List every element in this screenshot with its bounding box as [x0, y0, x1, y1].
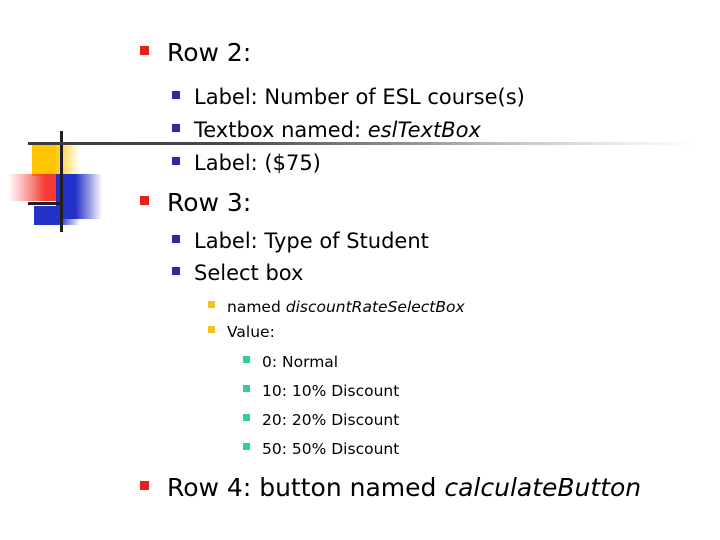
- bullet-label-prefix: Row 4: button named: [167, 473, 445, 502]
- bullet-label-prefix: Textbox named:: [194, 118, 368, 142]
- bullet-label-identifier: discountRateSelectBox: [285, 298, 465, 316]
- bullet-item-level1: Row 3:: [140, 188, 251, 217]
- bullet-marker-icon: [243, 443, 250, 450]
- bullet-label: Row 4: button named calculateButton: [167, 473, 641, 502]
- bullet-item-level4: 0: Normal: [243, 353, 338, 371]
- bullet-label: Label: Type of Student: [194, 229, 429, 253]
- bullet-label: 50: 50% Discount: [262, 440, 400, 458]
- bullet-item-level3: Value:: [208, 323, 275, 341]
- bullet-item-level2: Textbox named: eslTextBox: [172, 118, 481, 142]
- bullet-marker-icon: [243, 356, 250, 363]
- bullet-marker-icon: [172, 124, 180, 132]
- bullet-label-identifier: eslTextBox: [367, 118, 481, 142]
- bullet-marker-icon: [140, 481, 149, 490]
- bullet-marker-icon: [172, 235, 180, 243]
- bullet-marker-icon: [172, 91, 180, 99]
- bullet-label: Row 3:: [167, 188, 252, 217]
- bullet-marker-icon: [140, 196, 149, 205]
- bullet-label: 10: 10% Discount: [262, 382, 400, 400]
- bullet-marker-icon: [172, 267, 180, 275]
- bullet-item-level4: 10: 10% Discount: [243, 382, 399, 400]
- bullet-marker-icon: [208, 301, 215, 308]
- bullet-label: Label: Number of ESL course(s): [194, 85, 525, 109]
- bullet-item-level2: Label: Number of ESL course(s): [172, 85, 525, 109]
- bullet-label: Row 2:: [167, 38, 252, 67]
- bullet-item-level4: 20: 20% Discount: [243, 411, 399, 429]
- bullet-item-level2: Label: ($75): [172, 151, 321, 175]
- bullet-item-level2: Label: Type of Student: [172, 229, 429, 253]
- bullet-label: Label: ($75): [194, 151, 321, 175]
- bullet-item-level1: Row 2:: [140, 38, 251, 67]
- bullet-label: Value:: [227, 323, 275, 341]
- bullet-marker-icon: [243, 414, 250, 421]
- bullet-label-prefix: named: [227, 298, 286, 316]
- bullet-marker-icon: [140, 46, 149, 55]
- bullet-label: 20: 20% Discount: [262, 411, 400, 429]
- bullet-label: Select box: [194, 261, 304, 285]
- bullet-item-level3: named discountRateSelectBox: [208, 298, 465, 316]
- bullet-item-level1: Row 4: button named calculateButton: [140, 473, 641, 502]
- horizontal-divider-rule: [28, 142, 700, 145]
- bullet-marker-icon: [208, 326, 215, 333]
- bullet-item-level2: Select box: [172, 261, 303, 285]
- bullet-item-level4: 50: 50% Discount: [243, 440, 399, 458]
- bullet-label: Textbox named: eslTextBox: [194, 118, 481, 142]
- bullet-marker-icon: [243, 385, 250, 392]
- bullet-marker-icon: [172, 157, 180, 165]
- bullet-label: 0: Normal: [262, 353, 339, 371]
- bullet-label: named discountRateSelectBox: [227, 298, 465, 316]
- bullet-label-identifier: calculateButton: [444, 473, 642, 502]
